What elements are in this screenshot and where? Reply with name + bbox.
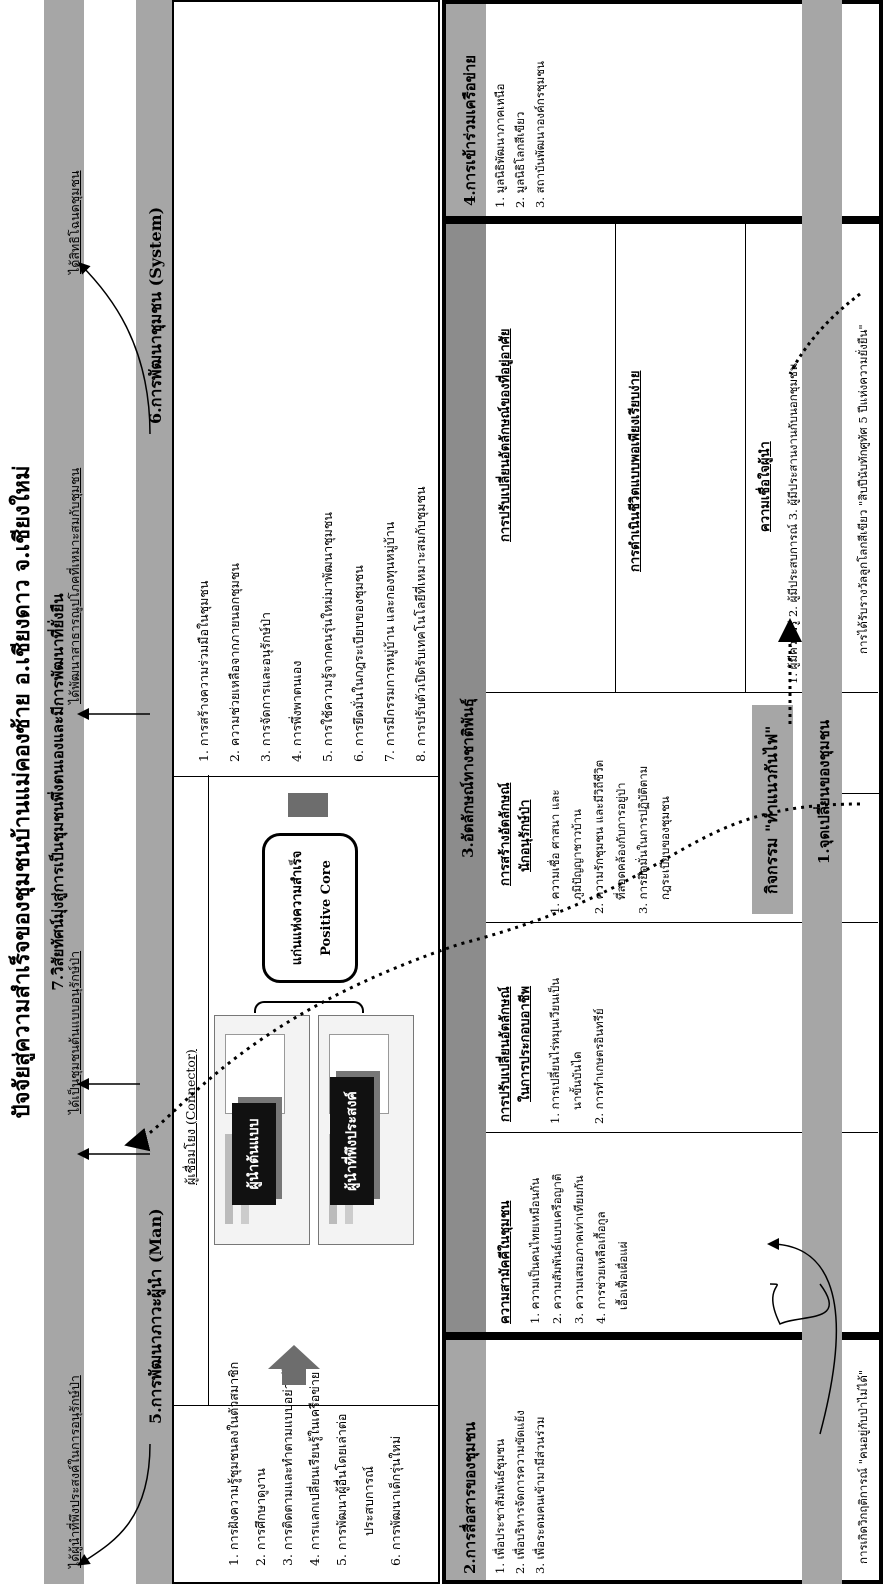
arrow-leadership-goal — [77, 1443, 151, 1566]
dotted-award-activity — [788, 292, 861, 375]
arrow-crisis — [769, 1283, 830, 1326]
arrow-system-goal — [77, 261, 151, 435]
dotted-activity-core — [124, 802, 861, 1152]
arrow-crisis-activity — [767, 1238, 838, 1435]
